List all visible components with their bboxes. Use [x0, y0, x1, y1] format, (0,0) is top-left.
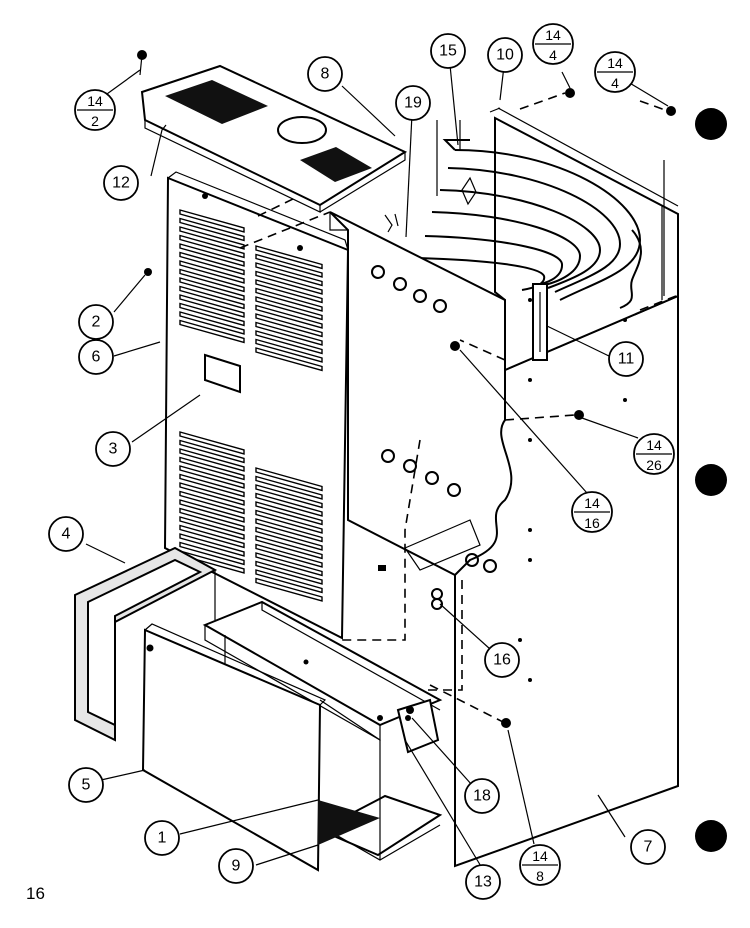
svg-text:18: 18 [473, 788, 491, 805]
callout-8: 8 [307, 56, 343, 92]
svg-text:9: 9 [232, 858, 241, 875]
svg-text:8: 8 [536, 868, 544, 884]
svg-text:4: 4 [611, 75, 619, 91]
filter-frame-inner [87, 558, 203, 727]
door-label-plate [204, 353, 241, 394]
fraction-callout-14-8: 14 8 [519, 844, 561, 886]
upper-door-louvers [179, 209, 323, 602]
svg-text:13: 13 [474, 874, 492, 891]
callout-10: 10 [487, 37, 523, 73]
fraction-callout-14-4-a: 14 4 [532, 23, 574, 65]
svg-text:14: 14 [584, 495, 600, 511]
header-holes-upper [371, 265, 447, 313]
callout-18: 18 [464, 778, 500, 814]
binder-hole-top [695, 108, 727, 140]
front-header-panel [329, 211, 513, 577]
svg-text:8: 8 [321, 66, 330, 83]
svg-text:19: 19 [404, 95, 422, 112]
callout-3: 3 [95, 431, 131, 467]
page-number: 16 [26, 884, 45, 903]
svg-text:3: 3 [109, 441, 118, 458]
svg-text:4: 4 [62, 526, 71, 543]
top-panel [140, 64, 408, 213]
svg-text:5: 5 [82, 777, 91, 794]
svg-text:14: 14 [607, 55, 623, 71]
svg-text:7: 7 [644, 839, 653, 856]
fraction-callout-14-26: 14 26 [633, 433, 675, 475]
callout-6: 6 [78, 339, 114, 375]
svg-text:14: 14 [545, 27, 561, 43]
callout-12: 12 [103, 165, 139, 201]
callout-5: 5 [68, 767, 104, 803]
svg-text:14: 14 [646, 437, 662, 453]
fraction-callout-14-16: 14 16 [571, 491, 613, 533]
top-vent-small [300, 147, 372, 182]
top-flue-opening [277, 116, 327, 144]
svg-text:14: 14 [87, 93, 103, 109]
callout-16: 16 [484, 642, 520, 678]
svg-text:2: 2 [92, 314, 101, 331]
lower-door-cutout [318, 800, 380, 845]
svg-text:15: 15 [439, 43, 457, 60]
callout-1: 1 [144, 820, 180, 856]
svg-text:4: 4 [549, 47, 557, 63]
svg-text:16: 16 [584, 515, 600, 531]
upper-door [163, 171, 350, 640]
svg-text:6: 6 [92, 349, 101, 366]
top-vent-large [165, 80, 268, 124]
svg-text:12: 12 [112, 175, 130, 192]
callout-4: 4 [48, 516, 84, 552]
cabinet-assembly [329, 107, 679, 868]
blower-bracket [396, 698, 440, 754]
svg-text:1: 1 [158, 830, 167, 847]
flue-collar [436, 120, 461, 196]
callout-19: 19 [395, 85, 431, 121]
callout-13: 13 [465, 864, 501, 900]
callout-11: 11 [608, 341, 644, 377]
svg-text:11: 11 [618, 351, 635, 368]
svg-text:2: 2 [91, 113, 99, 129]
binder-hole-middle [695, 464, 727, 496]
svg-text:16: 16 [493, 652, 511, 669]
fraction-callout-14-4-b: 14 4 [594, 51, 636, 93]
drain-bracket [404, 519, 481, 571]
screws [137, 50, 676, 728]
svg-text:14: 14 [532, 848, 548, 864]
callout-9: 9 [218, 848, 254, 884]
binder-hole-bottom [695, 820, 727, 852]
callout-2: 2 [78, 304, 114, 340]
callout-7: 7 [630, 829, 666, 865]
svg-text:26: 26 [646, 457, 662, 473]
header-holes-lower [381, 449, 461, 497]
fraction-callout-14-2: 14 2 [74, 89, 116, 131]
heat-exchanger-tubes [417, 139, 642, 309]
svg-text:10: 10 [496, 47, 514, 64]
leader-lines [85, 64, 669, 869]
callout-15: 15 [430, 33, 466, 69]
